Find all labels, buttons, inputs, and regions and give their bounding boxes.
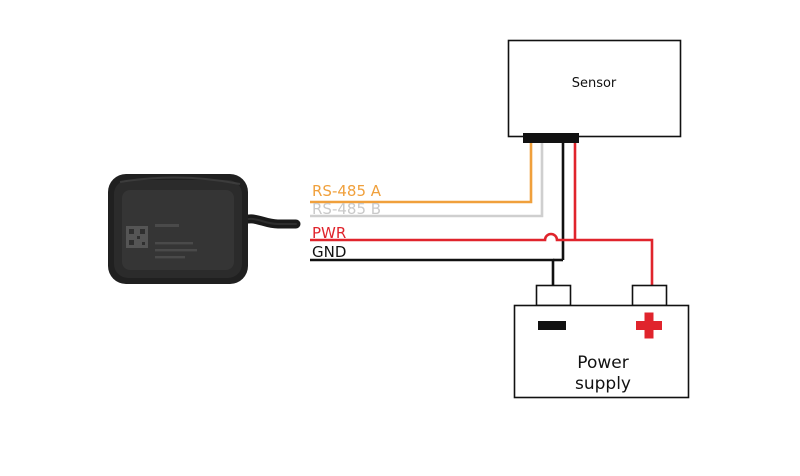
sensor-connector xyxy=(523,133,579,143)
plus-icon xyxy=(636,312,662,339)
label-pwr: PWR xyxy=(312,224,346,242)
device-label-panel xyxy=(122,190,234,270)
power-supply: Power supply xyxy=(513,284,690,399)
sensor-box: Sensor xyxy=(507,39,682,143)
wire-rs485-b xyxy=(310,143,544,218)
tracker-device xyxy=(108,174,301,284)
wire-gnd xyxy=(310,258,555,286)
plus-terminal xyxy=(631,284,668,307)
sensor-label: Sensor xyxy=(572,76,617,91)
label-rs485-a: RS-485 A xyxy=(312,182,382,200)
power-supply-label-line2: supply xyxy=(575,374,631,394)
label-rs485-b: RS-485 B xyxy=(312,200,381,218)
wire-rs485-a xyxy=(310,143,533,204)
wire-pwr xyxy=(310,232,654,286)
wires xyxy=(310,143,654,286)
minus-terminal xyxy=(535,284,572,307)
label-gnd: GND xyxy=(312,243,346,261)
power-supply-label-line1: Power xyxy=(577,353,628,373)
battery-body xyxy=(513,304,690,399)
minus-icon xyxy=(538,321,566,330)
